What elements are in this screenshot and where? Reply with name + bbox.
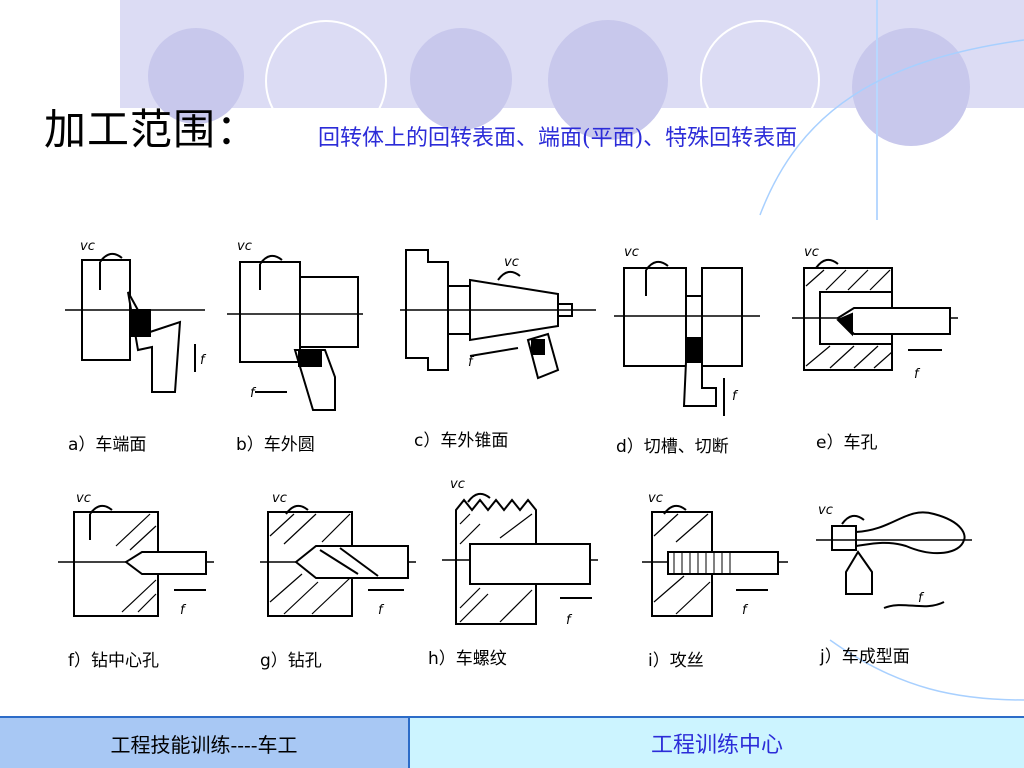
vc-label: vc xyxy=(504,255,519,270)
vc-label: vc xyxy=(237,239,252,254)
diagram-taper-turning: vc f xyxy=(400,249,596,380)
vc-label: vc xyxy=(624,245,639,260)
diagram-drilling: vc f xyxy=(260,491,416,618)
caption-g: g）钻孔 xyxy=(260,651,322,671)
caption-j: j）车成型面 xyxy=(820,647,910,667)
diagram-form-turning: vc f xyxy=(816,503,972,609)
decor-circle xyxy=(548,20,668,140)
slide-subtitle: 回转体上的回转表面、端面(平面)、特殊回转表面 xyxy=(318,126,798,151)
f-label: f xyxy=(914,367,921,382)
f-label: f xyxy=(468,355,475,370)
diagram-tapping: vc f xyxy=(642,491,788,618)
f-label: f xyxy=(742,603,749,618)
decor-ring xyxy=(700,20,820,140)
diagram-outer-turning: vc f xyxy=(227,239,363,411)
vc-label: vc xyxy=(76,491,91,506)
caption-d: d）切槽、切断 xyxy=(616,437,729,457)
f-label: f xyxy=(378,603,385,618)
diagram-grooving: vc f xyxy=(614,245,760,416)
vc-label: vc xyxy=(80,239,95,254)
caption-f: f）钻中心孔 xyxy=(68,651,159,671)
vc-label: vc xyxy=(804,245,819,260)
f-label: f xyxy=(732,389,739,404)
f-label: f xyxy=(250,386,257,401)
vc-label: vc xyxy=(648,491,663,506)
diagram-center-drilling: vc f xyxy=(58,491,214,618)
f-label: f xyxy=(566,613,573,628)
slide-title: 加工范围： xyxy=(44,105,260,154)
vc-label: vc xyxy=(818,503,833,518)
caption-a: a）车端面 xyxy=(68,435,147,455)
diagram-facing: vc f xyxy=(65,239,207,393)
footer-course-title: 工程技能训练----车工 xyxy=(0,716,410,768)
diagram-boring: vc f xyxy=(792,245,958,382)
decor-vertical-line xyxy=(876,0,878,220)
footer-center-name: 工程训练中心 xyxy=(410,716,1024,768)
vc-label: vc xyxy=(272,491,287,506)
caption-i: i）攻丝 xyxy=(648,651,704,671)
caption-e: e）车孔 xyxy=(816,433,878,453)
f-label: f xyxy=(918,591,925,606)
f-label: f xyxy=(180,603,187,618)
diagram-threading: vc f xyxy=(442,477,598,628)
f-label: f xyxy=(200,353,207,368)
caption-c: c）车外锥面 xyxy=(414,431,509,451)
caption-b: b）车外圆 xyxy=(236,435,315,455)
decor-circle xyxy=(852,28,970,146)
decor-ring xyxy=(265,20,387,142)
decor-circle xyxy=(148,28,244,124)
vc-label: vc xyxy=(450,477,465,492)
caption-h: h）车螺纹 xyxy=(428,649,507,669)
decor-circle xyxy=(410,28,512,130)
